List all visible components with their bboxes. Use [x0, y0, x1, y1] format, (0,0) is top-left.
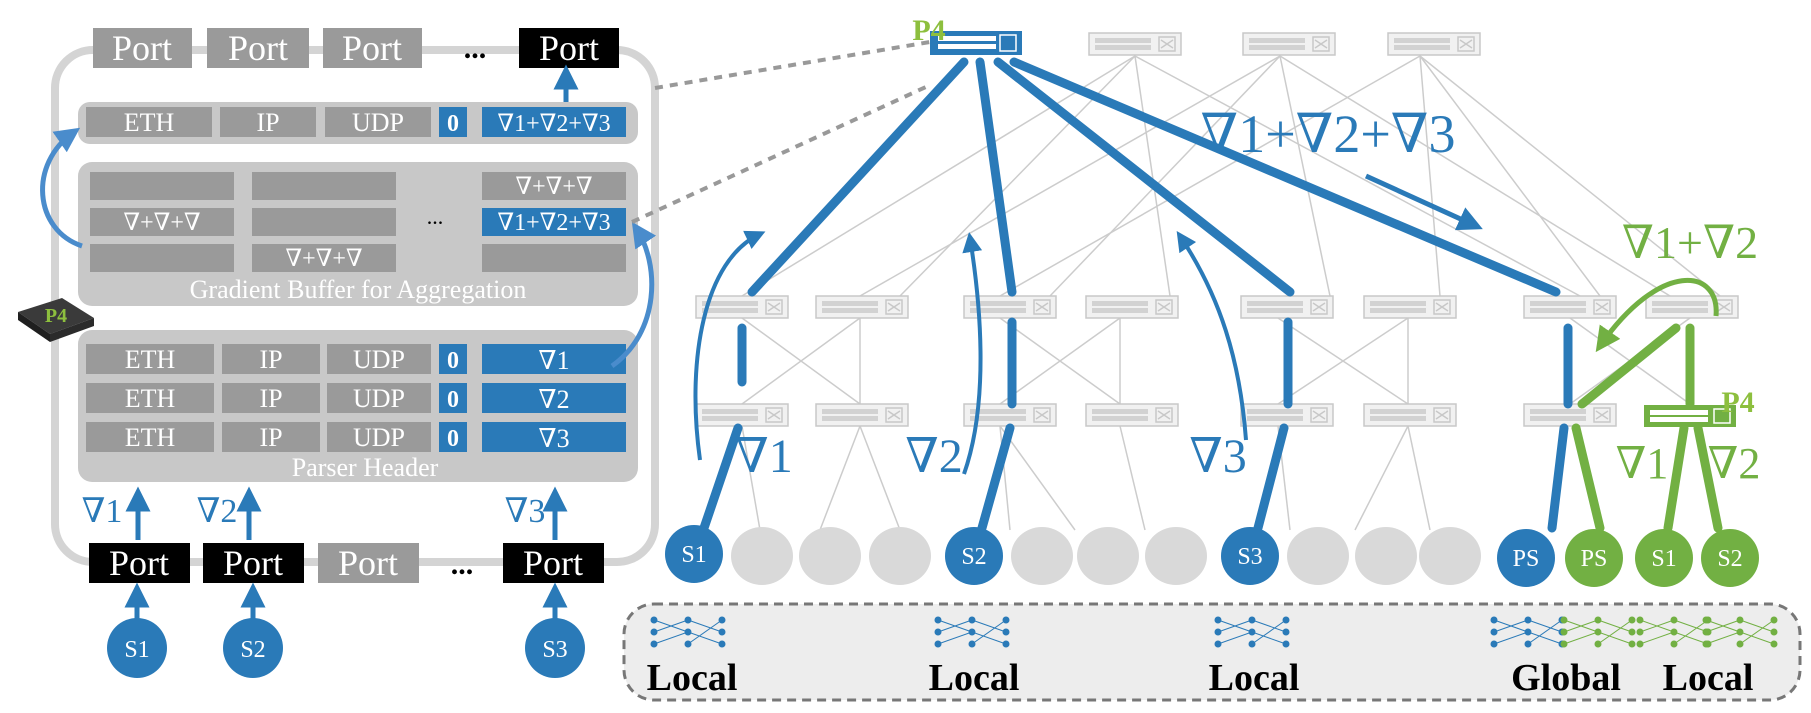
p4-chip-label: P4	[45, 305, 67, 327]
p4-core-switch: P4	[912, 14, 1022, 55]
host-s2-label: S2	[961, 544, 986, 570]
hosts: S1 S2 S3 PS PS S1 S2	[665, 525, 1759, 587]
top-port-2: Port	[228, 28, 288, 68]
server-s1	[107, 618, 167, 678]
parser-header: ETH IP UDP 0 ∇1 ETH IP UDP 0 ∇2 ETH IP U…	[78, 330, 638, 482]
bottom-port-1: Port	[109, 543, 169, 583]
parser-row2-udp: UDP	[353, 384, 405, 413]
server-s2	[223, 618, 283, 678]
input-grad-3: ∇3	[505, 493, 546, 530]
server-s1-label: S1	[124, 637, 149, 663]
model-label-5: Local	[1663, 657, 1754, 699]
host-s1-green-label: S1	[1651, 546, 1676, 572]
buffer-cell-bottom-mid: ∇+∇+∇	[285, 246, 363, 272]
model-label-3: Local	[1209, 657, 1300, 699]
parser-row3-eth: ETH	[125, 423, 176, 452]
output-packet: ETH IP UDP 0 ∇1+∇2+∇3	[78, 102, 638, 144]
parser-row3-ip: IP	[259, 423, 282, 452]
top-port-3: Port	[342, 28, 402, 68]
host-s1	[665, 525, 723, 583]
parser-row2-ip: IP	[259, 384, 282, 413]
top-port-1: Port	[112, 28, 172, 68]
label-sum2: ∇1+∇2	[1622, 217, 1758, 268]
parser-row2-grad: ∇2	[538, 385, 569, 414]
buffer-label: Gradient Buffer for Aggregation	[190, 275, 527, 304]
host-s3-label: S3	[1237, 544, 1262, 570]
bottom-port-dots: ...	[451, 548, 474, 581]
host-ps-blue-label: PS	[1513, 546, 1540, 572]
p4-chip-icon: P4	[18, 298, 94, 342]
nn-icon	[650, 616, 1566, 648]
parser-row3-grad: ∇3	[538, 424, 569, 453]
bottom-port-4: Port	[523, 543, 583, 583]
model-label-4: Global	[1511, 657, 1621, 699]
parser-row1-ip: IP	[259, 345, 282, 374]
top-ports: Port Port Port ... Port	[93, 28, 619, 68]
top-port-dots: ...	[464, 32, 487, 65]
buffer-cell-mid-left: ∇+∇+∇	[123, 210, 201, 236]
out-eth: ETH	[124, 108, 175, 137]
input-grad-1: ∇1	[82, 493, 123, 530]
host-ps-green-label: PS	[1581, 546, 1608, 572]
host-s1-label: S1	[681, 542, 706, 568]
fat-tree-topology: P4 P4 ∇1+∇2+∇3 ∇1+∇2 ∇1 ∇2 ∇3 ∇1 ∇2 S1	[622, 14, 1802, 702]
model-strip: Local Local Local Global Local	[622, 602, 1802, 702]
top-port-4: Port	[539, 28, 599, 68]
server-s3	[525, 618, 585, 678]
parser-row1-eth: ETH	[125, 345, 176, 374]
zoom-line-top	[654, 40, 931, 90]
out-grad: ∇1+∇2+∇3	[497, 111, 610, 137]
host-s2-green	[1701, 529, 1759, 587]
parser-to-buffer-arrow	[610, 221, 657, 369]
buffer-to-output-arrow	[40, 127, 83, 249]
parser-label: Parser Header	[292, 453, 439, 482]
host-ps-blue	[1497, 529, 1555, 587]
parser-row2-eth: ETH	[125, 384, 176, 413]
bottom-ports: Port Port Port ... Port	[89, 543, 604, 583]
out-flag: 0	[447, 111, 459, 137]
bottom-port-2: Port	[223, 543, 283, 583]
zoom-line-bottom	[631, 84, 929, 224]
model-label-1: Local	[647, 657, 738, 699]
host-ps-green	[1565, 529, 1623, 587]
label-g3: ∇3	[1189, 430, 1247, 483]
p4-edge-switch: P4	[1644, 386, 1755, 427]
parser-row1-grad: ∇1	[538, 346, 569, 375]
host-s1-green	[1635, 529, 1693, 587]
nn-icon-green	[1560, 616, 1778, 648]
bottom-port-3: Port	[338, 543, 398, 583]
label-g2-green: ∇2	[1708, 439, 1761, 488]
buffer-cell-mid-right: ∇1+∇2+∇3	[497, 210, 610, 236]
buffer-cell-top-right: ∇+∇+∇	[515, 174, 593, 200]
out-ip: IP	[256, 108, 279, 137]
gradient-buffer: ∇+∇+∇ ∇+∇+∇ ... ∇1+∇2+∇3 ∇+∇+∇ Gradient …	[78, 162, 638, 306]
parser-row1-flag: 0	[447, 348, 459, 374]
parser-row3-udp: UDP	[353, 423, 405, 452]
model-label-2: Local	[929, 657, 1020, 699]
buffer-dots: ...	[427, 204, 444, 229]
server-s3-label: S3	[542, 637, 567, 663]
out-udp: UDP	[352, 108, 404, 137]
switch-pipeline: Port Port Port ... Port ETH IP UDP 0 ∇1+…	[18, 28, 659, 678]
host-s2-green-label: S2	[1717, 546, 1742, 572]
host-s3	[1221, 527, 1279, 585]
label-sum3: ∇1+∇2+∇3	[1200, 104, 1455, 164]
p4-edge-logo: P4	[1721, 386, 1754, 419]
parser-row3-flag: 0	[447, 426, 459, 452]
label-g2: ∇2	[905, 430, 963, 483]
server-s2-label: S2	[240, 637, 265, 663]
host-s2	[945, 527, 1003, 585]
p4-core-logo: P4	[912, 14, 945, 47]
parser-row1-udp: UDP	[353, 345, 405, 374]
parser-row2-flag: 0	[447, 387, 459, 413]
input-grad-2: ∇2	[197, 493, 238, 530]
label-g1: ∇1	[735, 430, 793, 483]
label-g1-green: ∇1	[1616, 439, 1669, 488]
